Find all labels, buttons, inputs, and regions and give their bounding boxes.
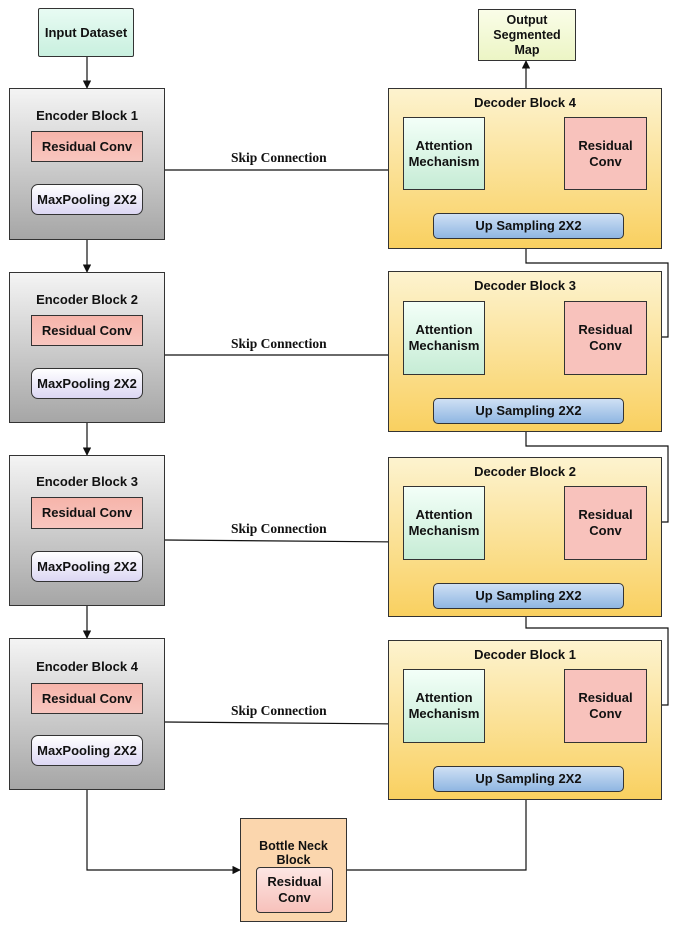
skip-connection-label: Skip Connection <box>231 521 327 536</box>
encoder-block-1: Encoder Block 1 Residual Conv MaxPooling… <box>9 88 165 240</box>
skip-connection-label: Skip Connection <box>231 150 327 165</box>
residual-conv-label: Residual Conv <box>578 690 633 721</box>
bottleneck-block: Bottle Neck Block Residual Conv <box>240 818 347 922</box>
residual-conv-label: Residual Conv <box>267 874 322 905</box>
maxpooling-box: MaxPooling 2X2 <box>31 184 143 215</box>
residual-conv-label: Residual Conv <box>578 322 633 353</box>
residual-conv-label: Residual Conv <box>41 690 133 706</box>
encoder-block-2: Encoder Block 2 Residual Conv MaxPooling… <box>9 272 165 423</box>
decoder-block-title: Decoder Block 2 <box>474 464 576 479</box>
attention-label: Attention Mechanism <box>408 690 480 721</box>
attention-label: Attention Mechanism <box>408 322 480 353</box>
upsampling-box: Up Sampling 2X2 <box>433 583 624 609</box>
maxpooling-box: MaxPooling 2X2 <box>31 551 143 582</box>
residual-conv-box: Residual Conv <box>31 497 143 529</box>
residual-conv-box: Residual Conv <box>256 867 333 913</box>
maxpooling-label: MaxPooling 2X2 <box>37 191 137 207</box>
residual-conv-box: Residual Conv <box>31 683 143 714</box>
residual-conv-box: Residual Conv <box>564 301 647 375</box>
decoder-block-title: Decoder Block 3 <box>474 278 576 293</box>
output-map-box: Output Segmented Map <box>478 9 576 61</box>
bottleneck-title: Bottle Neck Block <box>259 839 328 868</box>
decoder-block-1: Decoder Block 1 Attention Mechanism Resi… <box>388 640 662 800</box>
encoder-block-3: Encoder Block 3 Residual Conv MaxPooling… <box>9 455 165 606</box>
decoder-block-4: Decoder Block 4 Attention Mechanism Resi… <box>388 88 662 249</box>
maxpooling-box: MaxPooling 2X2 <box>31 368 143 399</box>
maxpooling-label: MaxPooling 2X2 <box>37 742 137 758</box>
decoder-block-2: Decoder Block 2 Attention Mechanism Resi… <box>388 457 662 617</box>
residual-conv-box: Residual Conv <box>564 117 647 190</box>
attention-mechanism-box: Attention Mechanism <box>403 486 485 560</box>
residual-conv-label: Residual Conv <box>41 505 133 521</box>
encoder-block-title: Encoder Block 3 <box>36 474 138 489</box>
maxpooling-label: MaxPooling 2X2 <box>37 375 137 391</box>
upsampling-box: Up Sampling 2X2 <box>433 766 624 792</box>
residual-conv-label: Residual Conv <box>578 137 633 169</box>
attention-mechanism-box: Attention Mechanism <box>403 117 485 190</box>
skip-connection-label: Skip Connection <box>231 336 327 351</box>
residual-conv-box: Residual Conv <box>31 131 143 162</box>
residual-conv-label: Residual Conv <box>578 507 633 538</box>
maxpooling-box: MaxPooling 2X2 <box>31 735 143 766</box>
upsampling-box: Up Sampling 2X2 <box>433 213 624 239</box>
upsampling-box: Up Sampling 2X2 <box>433 398 624 424</box>
encoder-block-title: Encoder Block 2 <box>36 292 138 307</box>
encoder-block-title: Encoder Block 1 <box>36 108 138 123</box>
upsampling-label: Up Sampling 2X2 <box>475 588 582 604</box>
encoder-block-title: Encoder Block 4 <box>36 659 138 674</box>
attention-label: Attention Mechanism <box>408 137 480 169</box>
residual-conv-box: Residual Conv <box>564 486 647 560</box>
decoder-block-3: Decoder Block 3 Attention Mechanism Resi… <box>388 271 662 432</box>
maxpooling-label: MaxPooling 2X2 <box>37 558 137 574</box>
upsampling-label: Up Sampling 2X2 <box>475 218 582 234</box>
attention-mechanism-box: Attention Mechanism <box>403 669 485 743</box>
decoder-block-title: Decoder Block 4 <box>474 95 576 110</box>
residual-conv-label: Residual Conv <box>41 322 133 338</box>
encoder-block-4: Encoder Block 4 Residual Conv MaxPooling… <box>9 638 165 790</box>
attention-label: Attention Mechanism <box>408 507 480 538</box>
attention-mechanism-box: Attention Mechanism <box>403 301 485 375</box>
upsampling-label: Up Sampling 2X2 <box>475 403 582 419</box>
decoder-block-title: Decoder Block 1 <box>474 647 576 662</box>
residual-conv-box: Residual Conv <box>31 315 143 346</box>
residual-conv-box: Residual Conv <box>564 669 647 743</box>
skip-connection-label: Skip Connection <box>231 703 327 718</box>
input-dataset-box: Input Dataset <box>38 8 134 57</box>
output-map-label: Output Segmented Map <box>493 12 561 57</box>
upsampling-label: Up Sampling 2X2 <box>475 771 582 787</box>
input-dataset-label: Input Dataset <box>44 24 128 40</box>
residual-conv-label: Residual Conv <box>41 138 133 154</box>
